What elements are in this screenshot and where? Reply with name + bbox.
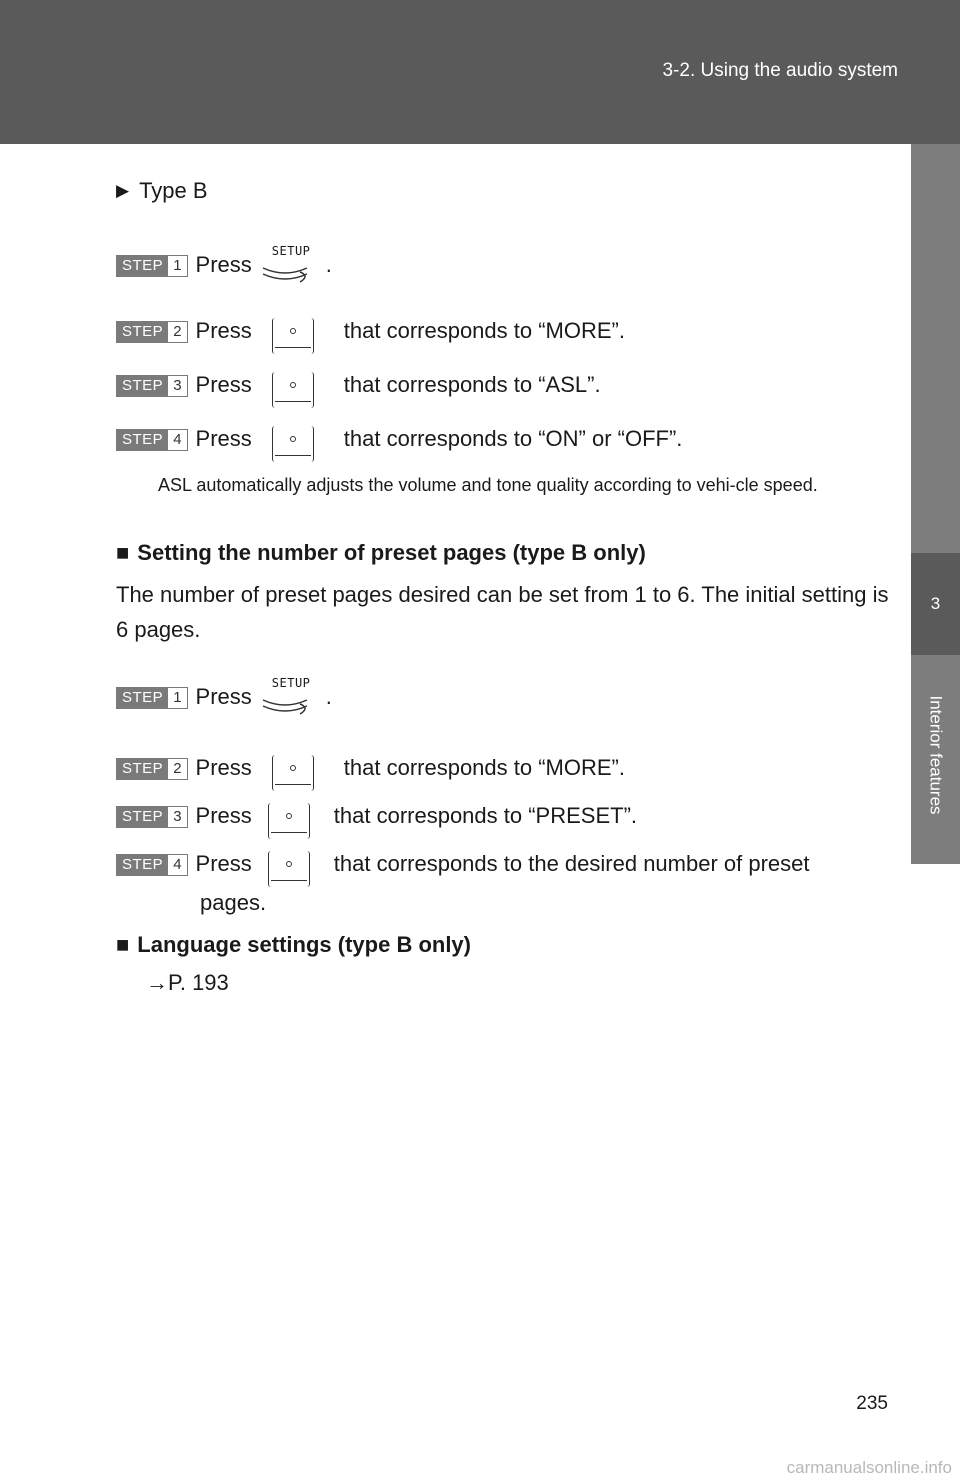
step-text: that corresponds to “ON” or “OFF”.	[343, 426, 683, 451]
step-text: that corresponds to “MORE”.	[343, 318, 625, 343]
press-word: Press	[195, 318, 252, 343]
square-bullet-icon: ■	[116, 540, 130, 565]
press-word: Press	[195, 803, 252, 828]
section-heading-preset: ■ Setting the number of preset pages (typ…	[116, 540, 646, 566]
selector-button-icon	[271, 426, 314, 462]
type-b-label: Type B	[139, 178, 208, 203]
step-text: .	[325, 252, 332, 277]
square-bullet-icon: ■	[116, 932, 130, 957]
triangle-right-icon: ▶	[116, 181, 130, 200]
preset-description: The number of preset pages desired can b…	[116, 582, 889, 642]
page-reference-link[interactable]: →P. 193	[146, 970, 229, 995]
selector-button-icon	[271, 372, 314, 408]
press-word: Press	[195, 755, 252, 780]
press-word: Press	[195, 372, 252, 397]
step-text: that corresponds to the desired number o…	[333, 851, 810, 876]
step-text-continued: pages.	[200, 890, 267, 915]
setup-button-icon: SETUP	[260, 676, 310, 724]
chapter-title-text: Interior features	[926, 695, 946, 815]
press-word: Press	[195, 252, 252, 277]
press-word: Press	[195, 426, 252, 451]
asl-note: ASL automatically adjusts the volume and…	[158, 475, 818, 495]
chapter-sidebar	[911, 144, 960, 864]
selector-button-icon	[271, 755, 314, 791]
heading-text: Setting the number of preset pages (type…	[137, 540, 646, 565]
step-text: .	[325, 684, 332, 709]
selector-button-icon	[267, 851, 310, 887]
step-text: that corresponds to “PRESET”.	[333, 803, 638, 828]
press-word: Press	[195, 684, 252, 709]
page-header: 3-2. Using the audio system	[0, 0, 960, 144]
page-number: 235	[856, 1393, 888, 1414]
type-b-marker: ▶ Type B	[116, 178, 208, 204]
step-text: that corresponds to “MORE”.	[343, 755, 625, 780]
section-title: 3-2. Using the audio system	[662, 60, 898, 81]
selector-button-icon	[267, 803, 310, 839]
chapter-title: Interior features	[911, 660, 960, 850]
press-word: Press	[195, 851, 252, 876]
chapter-number-tab: 3	[911, 553, 960, 655]
setup-button-icon: SETUP	[260, 244, 310, 292]
step-text: that corresponds to “ASL”.	[343, 372, 601, 397]
watermark: carmanualsonline.info	[786, 1458, 952, 1477]
selector-button-icon	[271, 318, 314, 354]
section-heading-language: ■ Language settings (type B only)	[116, 932, 471, 958]
heading-text: Language settings (type B only)	[137, 932, 471, 957]
